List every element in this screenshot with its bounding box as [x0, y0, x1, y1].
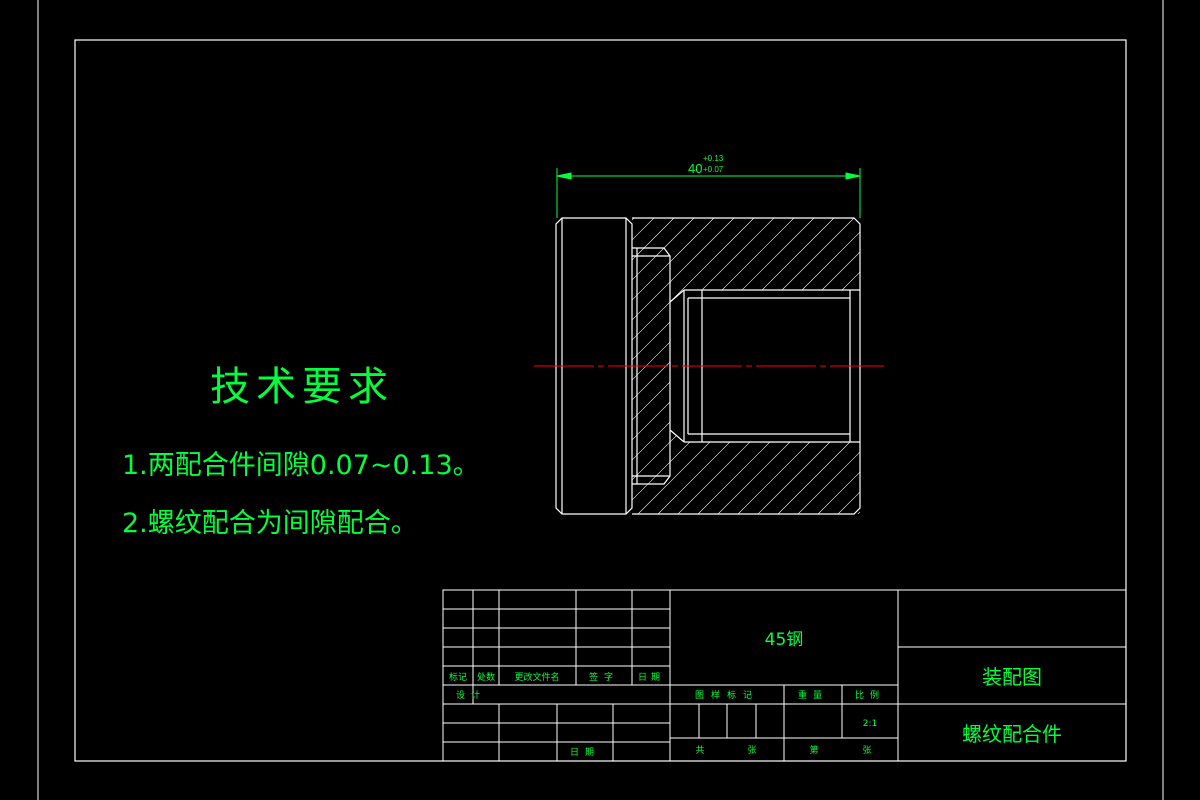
dimension-nominal: 40	[688, 161, 702, 176]
design-label: 设计	[456, 689, 486, 701]
hatch-line	[731, 218, 860, 514]
hatch-line	[791, 218, 860, 514]
hatch-line	[831, 218, 860, 514]
revision-header-count: 处数	[477, 671, 495, 683]
hatch-line	[1092, 210, 1200, 520]
hatch-line	[651, 218, 860, 514]
hatch-line	[892, 210, 1200, 520]
scale-label: 比例	[855, 689, 885, 701]
stage-mark-label: 图样标记	[695, 689, 759, 701]
title-block-drawing-type: 装配图	[982, 665, 1042, 689]
hatch-line	[671, 218, 860, 514]
dimension-upper-tolerance: +0.13	[703, 154, 724, 163]
hatch-line	[811, 218, 860, 514]
tech-requirements-title: 技术要求	[210, 364, 394, 410]
sheet-no-label: 第	[809, 744, 818, 756]
revision-header-date: 日期	[638, 672, 664, 683]
revision-header-sign: 签字	[589, 671, 619, 683]
hatch-line	[632, 218, 860, 514]
total-sheets-suffix: 张	[747, 745, 756, 756]
hatch-line	[851, 218, 860, 514]
hatch-line	[992, 210, 1200, 520]
tech-requirement-1: 1.两配合件间隙0.07~0.13。	[122, 450, 480, 481]
hatch-line	[972, 210, 1200, 520]
hatch-line	[771, 218, 860, 514]
overall-length-dimension	[556, 168, 861, 218]
screw-shoulder	[632, 247, 671, 485]
date-label: 日期	[570, 747, 600, 758]
hatch-line	[932, 210, 1200, 520]
sheet-trim-lines	[37, 0, 1164, 800]
hatch-line	[632, 218, 843, 514]
title-block-part-name: 螺纹配合件	[962, 722, 1062, 746]
weight-label: 重量	[798, 689, 828, 701]
hatch-line	[1012, 210, 1200, 520]
hatch-line	[691, 218, 860, 514]
hatch-line	[1112, 210, 1200, 520]
hatch-line	[632, 218, 783, 514]
revision-header-mark: 标记	[449, 671, 467, 683]
title-block	[442, 589, 1127, 762]
hatch-line	[872, 210, 1182, 520]
hatch-line	[632, 218, 803, 514]
sheet-no-suffix: 张	[862, 745, 871, 756]
thread-bore	[669, 289, 860, 443]
revision-header-file: 更改文件名	[514, 671, 559, 683]
hatch-line	[632, 218, 860, 514]
hatch-line	[632, 218, 703, 514]
hatch-line	[632, 218, 743, 514]
title-block-material: 45钢	[765, 630, 804, 650]
total-sheets-label: 共	[695, 745, 704, 756]
hatch-line	[1032, 210, 1200, 520]
hatch-line	[711, 218, 860, 514]
hatch-line	[632, 218, 763, 514]
hatch-line	[1072, 210, 1200, 520]
hatch-line	[751, 218, 860, 514]
hatch-line	[632, 218, 823, 514]
tech-requirement-2: 2.螺纹配合为间隙配合。	[122, 508, 418, 539]
scale-value: 2:1	[863, 719, 877, 729]
hatch-line	[912, 210, 1200, 520]
dimension-lower-tolerance: +0.07	[703, 165, 724, 174]
hatch-line	[632, 218, 860, 514]
